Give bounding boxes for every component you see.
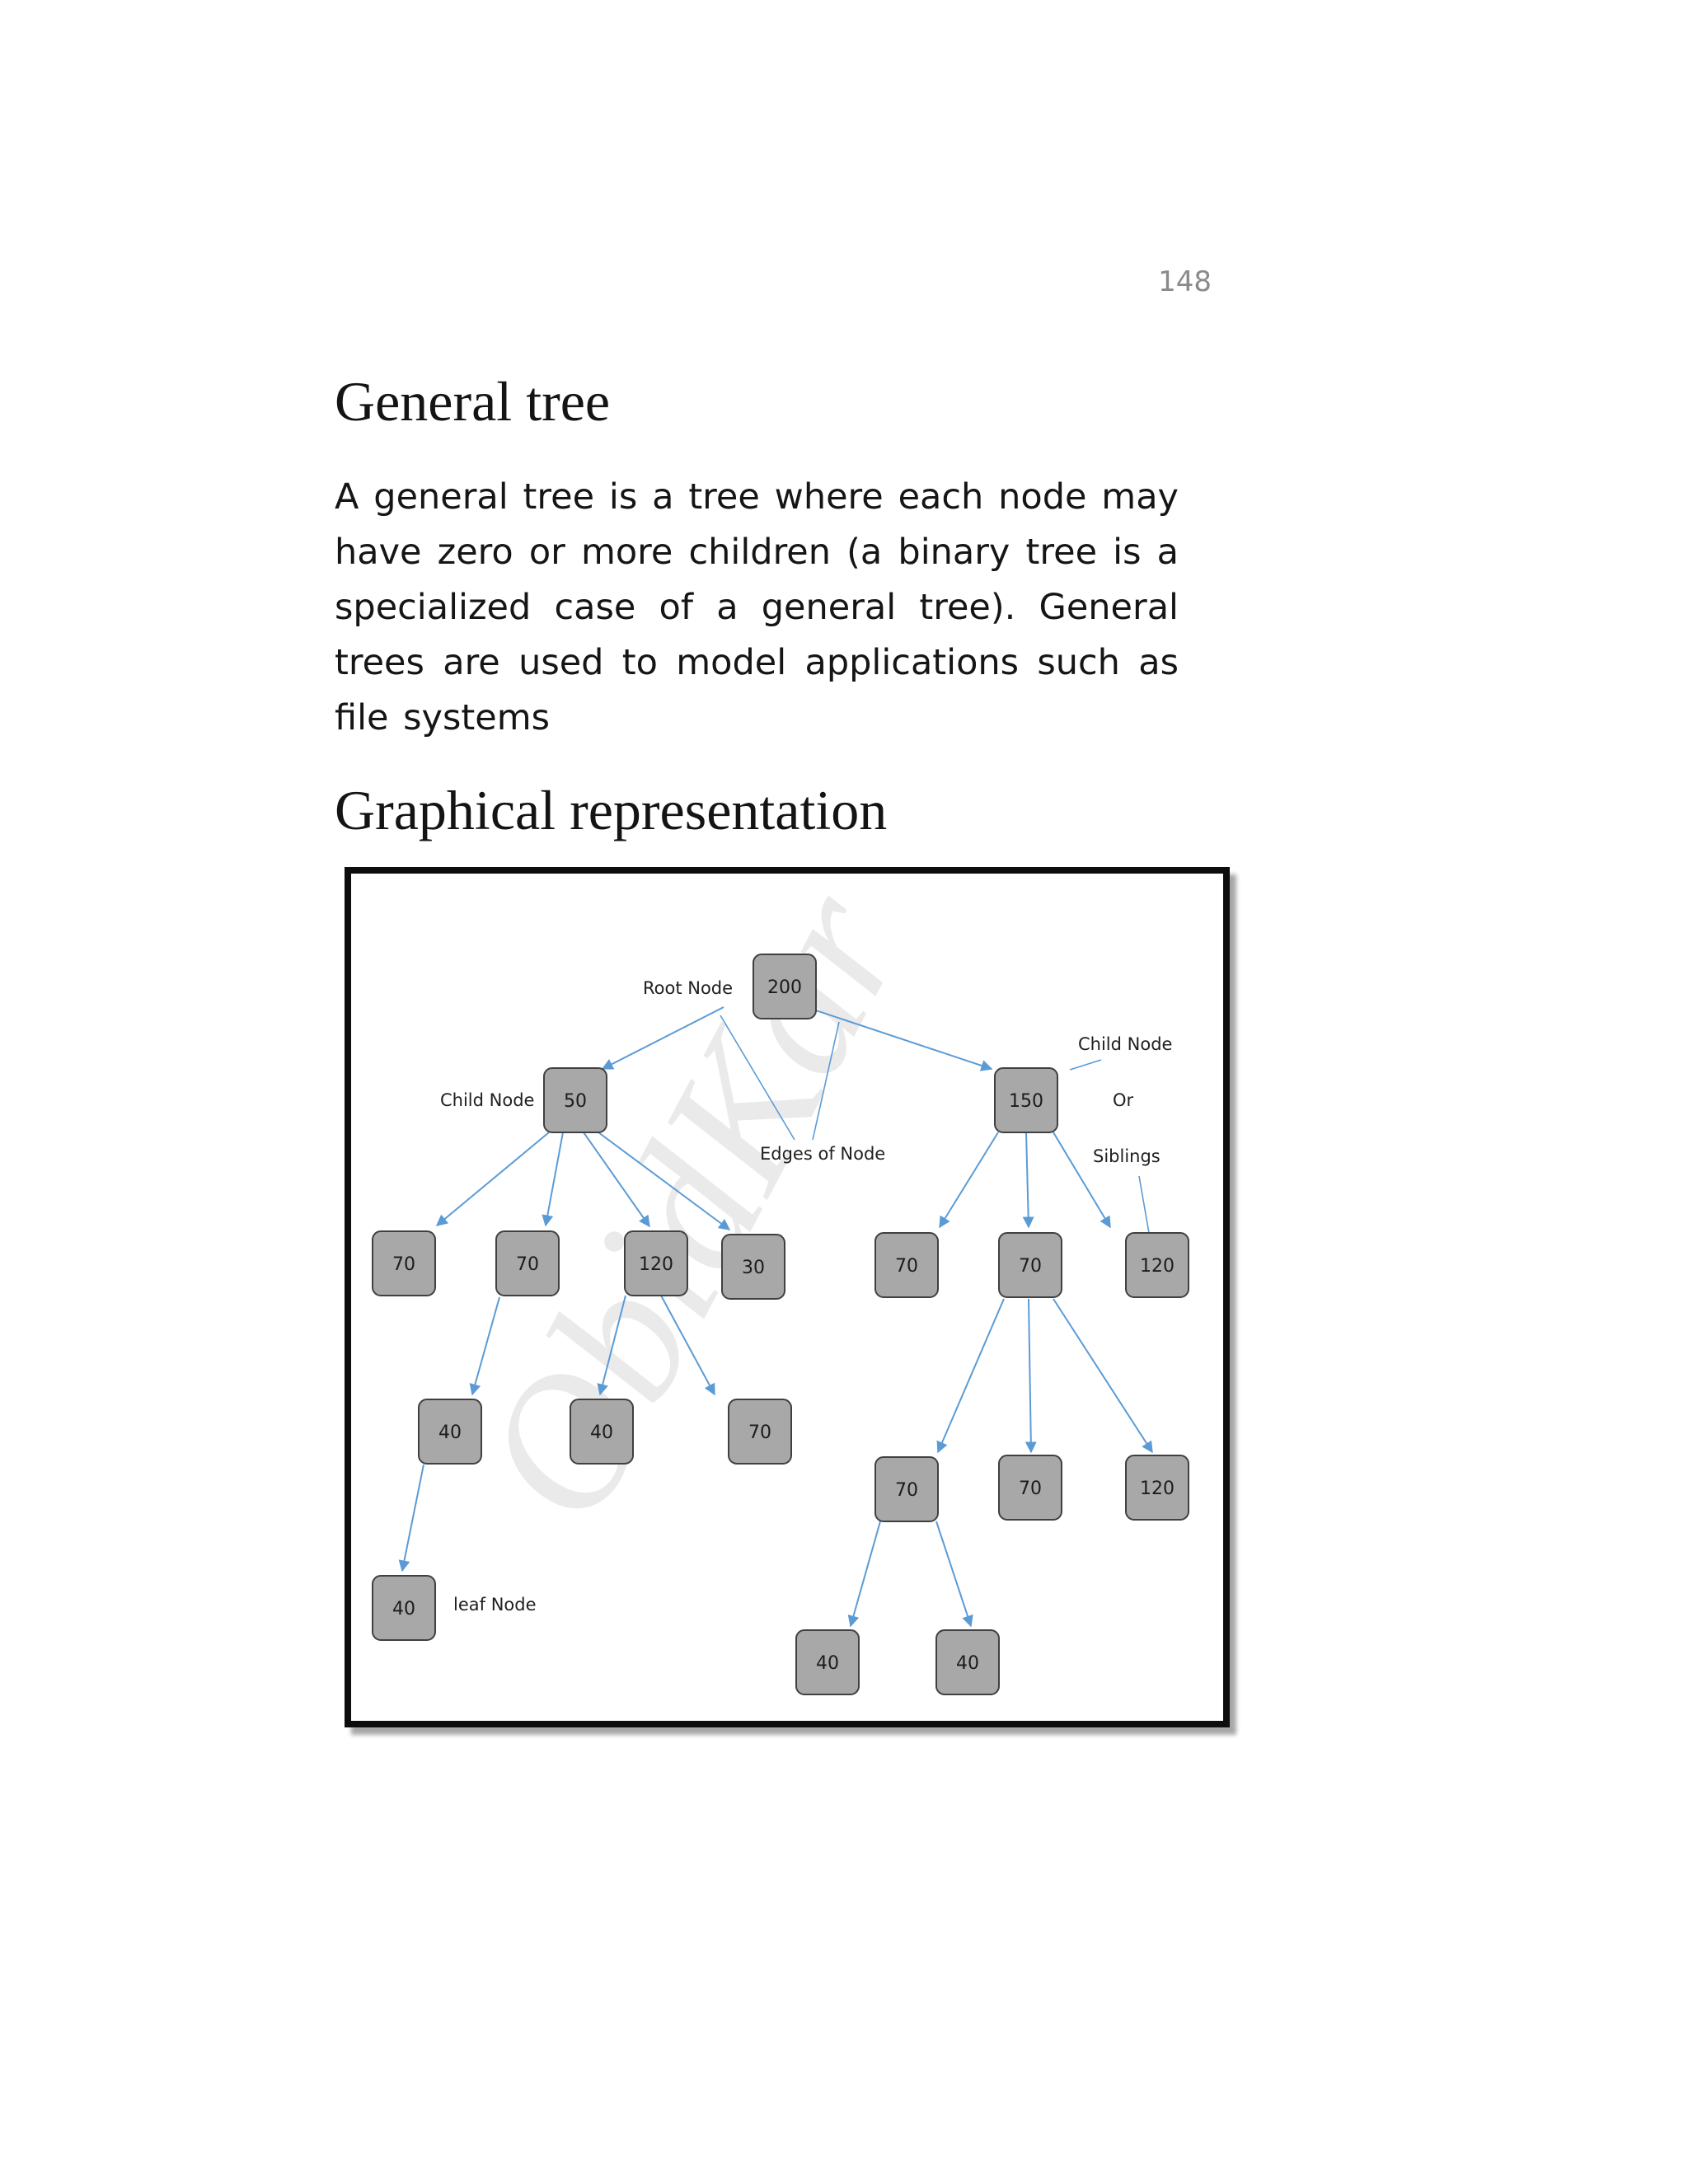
tree-node: 40	[935, 1629, 1000, 1695]
tree-diagram-figure: ObidKar Root Node Child Node Edges of No…	[345, 867, 1230, 1727]
svg-text:40: 40	[392, 1599, 415, 1619]
edge-150-70c	[939, 1132, 999, 1229]
svg-text:70: 70	[516, 1254, 539, 1275]
section-title-graphical-representation: Graphical representation	[335, 779, 888, 841]
label-child-node-right: Child Node	[1078, 1034, 1172, 1054]
tree-node: 70	[998, 1455, 1062, 1521]
pointer-edges-1	[720, 1015, 795, 1141]
svg-text:40: 40	[956, 1653, 979, 1674]
svg-text:150: 150	[1009, 1091, 1043, 1112]
section-title-general-tree: General tree	[335, 370, 611, 433]
watermark: ObidKar	[441, 874, 944, 1552]
svg-text:200: 200	[767, 977, 802, 998]
svg-text:40: 40	[438, 1422, 462, 1443]
edge-150-70d	[1022, 1132, 1034, 1229]
tree-node: 70	[874, 1456, 939, 1522]
tree-node: 150	[994, 1067, 1058, 1133]
edge-120a-70e	[660, 1295, 715, 1396]
svg-text:120: 120	[1140, 1256, 1175, 1277]
tree-diagram: ObidKar Root Node Child Node Edges of No…	[372, 874, 1189, 1695]
svg-text:120: 120	[639, 1254, 673, 1275]
general-tree-description: A general tree is a tree where each node…	[335, 476, 1179, 738]
tree-node: 70	[728, 1399, 792, 1465]
edge-70d-70g	[1025, 1298, 1037, 1454]
pointer-child-right	[1069, 1059, 1102, 1071]
tree-node: 50	[543, 1067, 607, 1133]
edge-200-50	[601, 1006, 724, 1070]
tree-node: 70	[495, 1230, 560, 1296]
svg-text:30: 30	[742, 1258, 765, 1278]
svg-text:70: 70	[392, 1254, 415, 1275]
tree-node: 70	[998, 1232, 1062, 1298]
svg-text:120: 120	[1140, 1479, 1175, 1499]
edge-50-120a	[583, 1132, 650, 1228]
tree-node: 120	[1125, 1455, 1189, 1521]
svg-text:70: 70	[1019, 1479, 1042, 1499]
label-leaf-node: leaf Node	[453, 1595, 537, 1615]
svg-text:40: 40	[816, 1653, 839, 1674]
tree-node: 40	[372, 1575, 436, 1641]
tree-node: 120	[624, 1230, 688, 1296]
edge-200-150	[805, 1006, 993, 1071]
svg-text:40: 40	[590, 1422, 613, 1443]
tree-node: 70	[372, 1230, 436, 1296]
pointer-siblings	[1138, 1175, 1150, 1234]
tree-node: 40	[570, 1399, 634, 1465]
edge-70f-40d	[847, 1521, 881, 1628]
svg-text:70: 70	[895, 1480, 918, 1501]
page-number: 148	[1158, 265, 1212, 298]
edge-50-30	[598, 1132, 731, 1230]
edge-50-70b	[542, 1132, 564, 1227]
edge-40a-40c	[398, 1464, 424, 1572]
svg-text:70: 70	[748, 1422, 771, 1443]
edge-70b-40a	[469, 1296, 500, 1396]
label-siblings: Siblings	[1093, 1146, 1160, 1166]
label-root-node: Root Node	[643, 978, 733, 998]
pointer-edges-2	[812, 1021, 840, 1141]
tree-node: 200	[753, 954, 817, 1019]
label-child-node-left: Child Node	[440, 1090, 534, 1110]
edge-120a-40b	[597, 1295, 626, 1396]
tree-node: 30	[721, 1234, 785, 1300]
edge-70d-70f	[936, 1298, 1005, 1454]
edge-70d-120c	[1053, 1298, 1153, 1454]
tree-node: 40	[418, 1399, 482, 1465]
svg-text:70: 70	[895, 1256, 918, 1277]
label-or: Or	[1113, 1090, 1134, 1110]
tree-node: 120	[1125, 1232, 1189, 1298]
label-edges-of-node: Edges of Node	[760, 1144, 885, 1164]
edge-50-70a	[435, 1132, 550, 1226]
edge-70f-40e	[935, 1521, 973, 1628]
svg-text:70: 70	[1019, 1256, 1042, 1277]
svg-text:50: 50	[564, 1091, 587, 1112]
tree-node: 70	[874, 1232, 939, 1298]
tree-node: 40	[795, 1629, 860, 1695]
edge-150-120b	[1053, 1132, 1111, 1229]
